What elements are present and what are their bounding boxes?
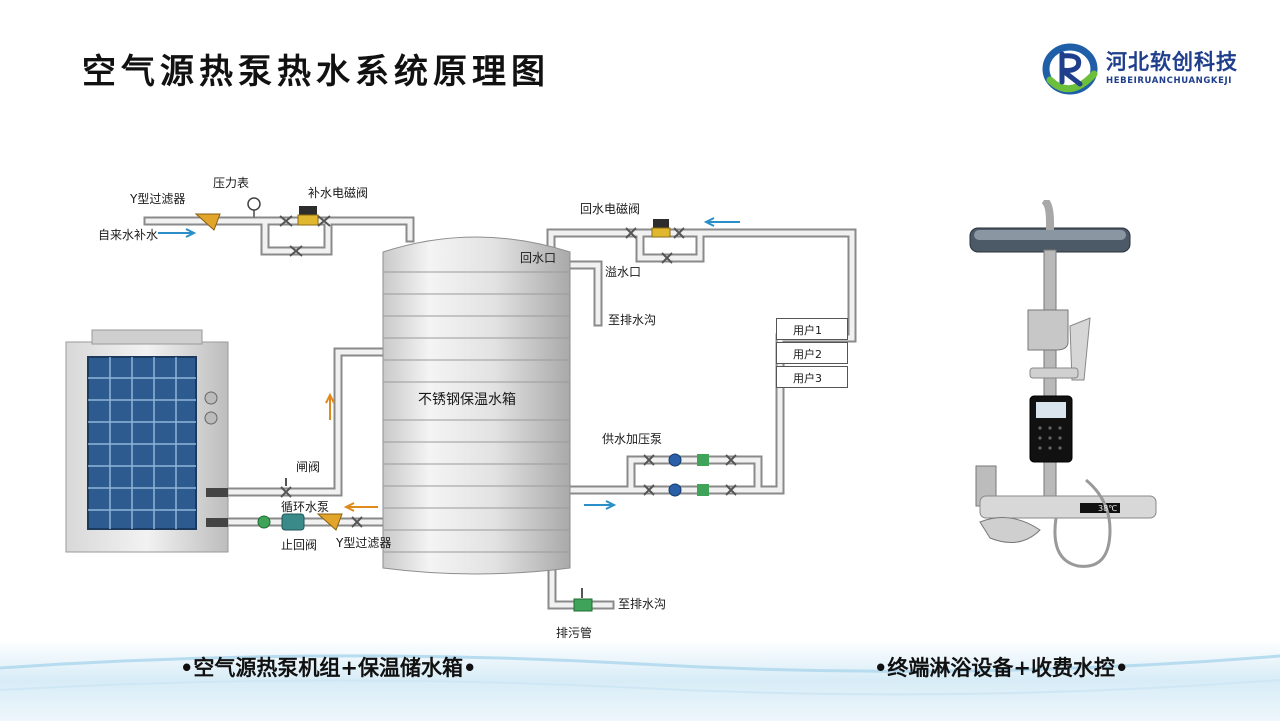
y-filter-top-icon: [194, 213, 221, 231]
user-box-2: 用户2: [776, 342, 848, 364]
storage-tank: [382, 236, 571, 575]
return-port-label: 回水口: [520, 251, 557, 265]
check-valve-label: 止回阀: [281, 538, 318, 552]
circulation-pump-label: 循环水泵: [281, 500, 330, 514]
user-3-label: 用户3: [793, 372, 822, 385]
flow-arrows: [158, 217, 740, 512]
logo-mark-icon: [1042, 43, 1098, 95]
y-filter-bottom-label: Y型过滤器: [336, 536, 392, 550]
shower-temperature-display: 38℃: [1098, 504, 1118, 513]
caption-right: •终端淋浴设备+收费水控•: [874, 656, 1129, 680]
slide-title: 空气源热泵热水系统原理图: [82, 52, 550, 92]
to-drain-bottom-label: 至排水沟: [618, 597, 667, 611]
valve-icon: [279, 215, 331, 257]
shower-illustration: [969, 196, 1157, 568]
user-box-1: 用户1: [776, 318, 848, 340]
makeup-solenoid-valve-icon: [297, 206, 319, 226]
return-valve-label: 回水电磁阀: [580, 202, 641, 216]
logo-chinese-name: 河北软创科技: [1106, 50, 1238, 74]
company-logo: 河北软创科技 HEBEIRUANCHUANGKEJI: [1040, 40, 1240, 96]
tank-label: 不锈钢保温水箱: [418, 392, 516, 408]
user-2-label: 用户2: [793, 348, 822, 361]
logo-english-name: HEBEIRUANCHUANGKEJI: [1106, 76, 1233, 86]
gate-valve-label: 闸阀: [296, 460, 321, 474]
supply-pump-icon: [643, 453, 737, 497]
supply-pump-label: 供水加压泵: [602, 432, 663, 446]
shower-unit-image: 38℃: [960, 196, 1160, 584]
user-1-label: 用户1: [793, 324, 822, 337]
y-filter-top-label: Y型过滤器: [130, 192, 186, 206]
overflow-port-label: 溢水口: [605, 265, 642, 279]
return-solenoid-valve-icon: [625, 219, 685, 264]
to-drain-top-label: 至排水沟: [608, 313, 657, 327]
tap-water-makeup-label: 自来水补水: [98, 228, 159, 242]
circulation-pump-icon: [257, 513, 363, 531]
drain-valve-icon: [573, 588, 593, 612]
user-box-3: 用户3: [776, 366, 848, 388]
gate-valve-icon: [280, 478, 292, 498]
heat-pump-unit: [65, 329, 229, 553]
pressure-gauge-icon: [247, 197, 261, 218]
caption-left: •空气源热泵机组+保温储水箱•: [180, 656, 477, 680]
pressure-gauge-label: 压力表: [213, 176, 250, 190]
sewage-pipe-label: 排污管: [556, 626, 593, 640]
makeup-valve-label: 补水电磁阀: [308, 186, 369, 200]
